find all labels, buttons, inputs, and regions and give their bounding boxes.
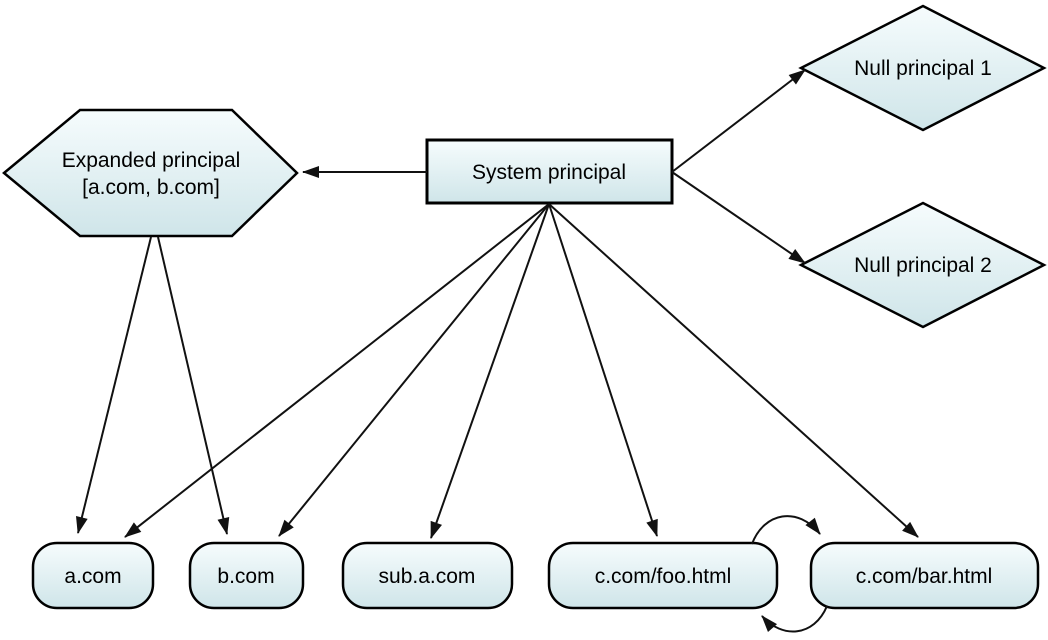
edge-expanded-to-a-com-arrow [76,236,152,534]
node-null-principal-1: Null principal 1 [798,4,1047,132]
node-label: sub.a.com [379,565,476,588]
diamond-shape [798,201,1047,329]
edge-bar-to-foo-curved-arrow [761,605,828,633]
edge-system-to-c-com-foo-arrow [548,203,658,537]
node-expanded-principal: Expanded principal [a.com, b.com] [2,108,299,238]
node-b-com: b.com [188,541,305,610]
edge-system-to-b-com-arrow [278,203,550,537]
stadium-shape [341,541,514,610]
node-a-com: a.com [31,541,155,610]
node-label: c.com/bar.html [856,565,993,588]
node-label: c.com/foo.html [595,565,732,588]
edge-system-to-null2-arrow [671,171,806,264]
node-label: System principal [472,161,626,184]
node-label: b.com [217,565,274,588]
stadium-shape [547,541,779,610]
node-label: Expanded principal [62,149,241,172]
edge-system-to-sub-a-com-arrow [430,203,550,539]
node-c-com-foo: c.com/foo.html [547,541,779,610]
edge-system-to-c-com-bar-arrow [548,203,919,538]
stadium-shape [188,541,305,610]
node-null-principal-2: Null principal 2 [798,201,1047,329]
node-sub-a-com: sub.a.com [341,541,514,610]
edge-expanded-to-b-com-arrow [157,236,230,535]
stadium-shape [809,541,1040,610]
diamond-shape [798,4,1047,132]
edge-system-to-a-com-arrow [124,203,550,538]
node-label: Null principal 1 [854,57,992,80]
node-label: a.com [64,565,121,588]
node-c-com-bar: c.com/bar.html [809,541,1040,610]
hexagon-shape [2,108,299,238]
node-system-principal: System principal [425,138,674,205]
edge-system-to-null1-arrow [671,69,806,173]
edge-foo-to-bar-curved-arrow [751,515,821,545]
node-sublabel: [a.com, b.com] [82,176,220,199]
node-label: Null principal 2 [854,254,992,277]
stadium-shape [31,541,155,610]
